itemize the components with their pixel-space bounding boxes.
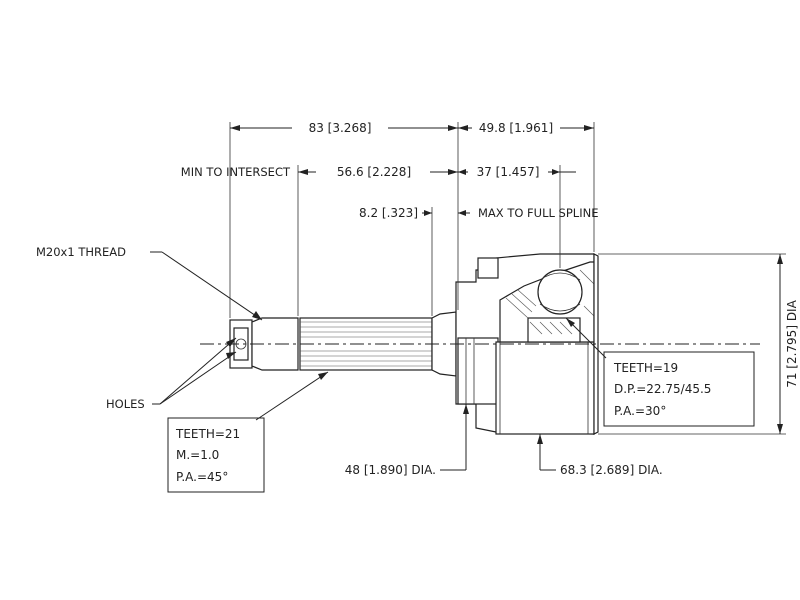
inner-spec-box: TEETH=19 D.P.=22.75/45.5 P.A.=30° [603,351,755,427]
dimension-lines [150,122,786,471]
max-to-full-spline-label: MAX TO FULL SPLINE [478,206,598,220]
shaft-pressure-angle: P.A.=45° [176,470,228,484]
inner-pitch-diameter: D.P.=22.75/45.5 [614,382,711,396]
full-spline-dim: 8.2 [.323] [359,206,418,220]
shaft-spec-box: TEETH=21 M.=1.0 P.A.=45° [167,417,265,493]
holes-label: HOLES [106,397,145,411]
min-to-intersect-label: MIN TO INTERSECT [181,165,291,179]
outer-race [495,341,595,435]
min-to-intersect-dim: 56.6 [2.228] [337,165,411,179]
drive-ball [537,269,583,315]
inner-pressure-angle: P.A.=30° [614,404,666,418]
bell-diameter-dim: 71 [2.795] DIA [785,299,799,387]
shaft-teeth: TEETH=21 [175,427,240,441]
intersect-to-center-dim: 37 [1.457] [477,165,540,179]
cv-joint-part [200,253,760,435]
thread-label: M20x1 THREAD [36,245,126,259]
seal-seat [457,337,499,405]
inner-teeth: TEETH=19 [613,361,678,375]
housing-collar [477,257,499,279]
spline-lines [300,321,432,367]
overall-shaft-dim: 83 [3.268] [309,121,372,135]
seal-diameter-dim: 48 [1.890] DIA. [345,463,436,477]
joint-length-dim: 49.8 [1.961] [479,121,553,135]
outer-diameter-dim: 68.3 [2.689] DIA. [560,463,663,477]
shaft-module: M.=1.0 [176,448,219,462]
dimension-texts: 83 [3.268] 49.8 [1.961] MIN TO INTERSECT… [36,121,799,477]
